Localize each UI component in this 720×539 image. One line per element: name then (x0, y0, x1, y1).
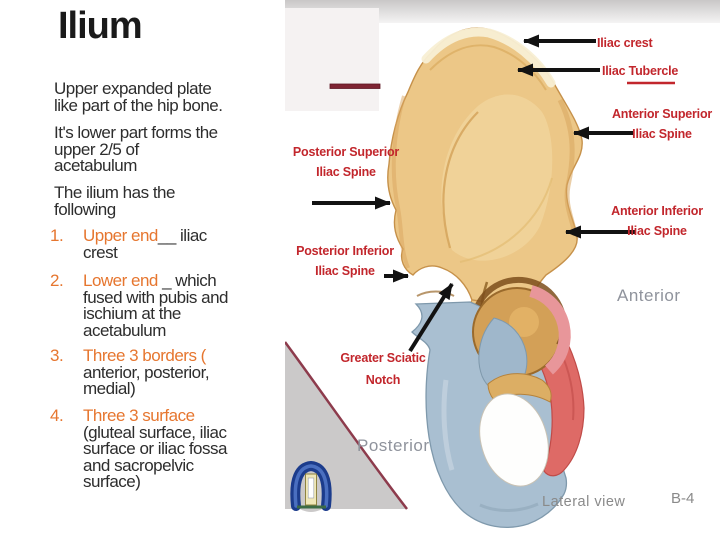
direction-label-posterior: Posterior (357, 436, 430, 455)
label-posterior-inferior-iliac-spine: Posterior Inferior Iliac Spine (296, 244, 394, 278)
hip-bone-illustration (285, 0, 720, 539)
view-caption: Lateral view (542, 494, 626, 510)
diagram-panel: Iliac crest Iliac Tubercle Anterior Supe… (285, 0, 720, 539)
top-gray-strip (285, 0, 720, 23)
page-reference: B-4 (671, 490, 695, 507)
text-column: Ilium Upper expanded plate like part of … (0, 0, 285, 539)
university-logo-icon (288, 460, 334, 512)
label-iliac-crest: Iliac crest (597, 36, 653, 50)
ilium-wing (387, 27, 583, 303)
paragraph-overview: Upper expanded plate like part of the hi… (54, 79, 223, 115)
label-anterior-inferior-iliac-spine: Anterior Inferior Iliac Spine (611, 204, 703, 238)
list-item-highlight: Lower end (83, 271, 158, 290)
label-greater-sciatic-notch: Greater Sciatic Notch (340, 351, 426, 387)
list-item-rest: _ which fused with pubis and ischium at … (83, 271, 229, 340)
acetabulum (472, 276, 571, 403)
list-item-highlight: Three 3 borders ( (83, 346, 206, 365)
list-number: 2. (50, 271, 64, 290)
list-item-borders: 3. Three 3 borders ( anterior, posterior… (50, 346, 282, 398)
top-left-gray-block (285, 8, 379, 111)
list-item-rest: (gluteal surface, iliac surface or iliac… (83, 422, 227, 491)
label-anterior-superior-iliac-spine: Anterior Superior Iliac Spine (611, 107, 713, 141)
list-item-lower-end: 2. Lower end _ which fused with pubis an… (50, 271, 282, 340)
direction-label-anterior: Anterior (617, 286, 681, 305)
obturator-foramen (479, 393, 549, 487)
paragraph-lower-part: It's lower part forms the upper 2/5 of a… (54, 123, 218, 175)
page-title: Ilium (58, 5, 143, 47)
list-item-surfaces: 4. Three 3 surface (gluteal surface, ili… (50, 406, 282, 491)
list-item-highlight: Three 3 surface (83, 406, 195, 425)
swoosh-curve (285, 341, 408, 510)
label-iliac-tubercle: Iliac Tubercle (602, 64, 679, 78)
list-number: 3. (50, 346, 64, 365)
arrow-greater-sciatic-notch (408, 282, 454, 353)
list-item-rest: __ iliac crest (83, 226, 207, 262)
list-item-upper-end: 1. Upper end__ iliac crest (50, 226, 282, 262)
label-posterior-superior-iliac-spine: Posterior Superior Iliac Spine (292, 145, 400, 179)
list-number: 1. (50, 226, 64, 245)
list-number: 4. (50, 406, 64, 425)
list-item-rest: anterior, posterior, medial) (83, 362, 210, 398)
pointer-arrows (312, 34, 636, 353)
paragraph-intro-list: The ilium has the following (54, 183, 175, 219)
list-item-highlight: Upper end (83, 226, 158, 245)
maroon-dash (329, 83, 381, 89)
